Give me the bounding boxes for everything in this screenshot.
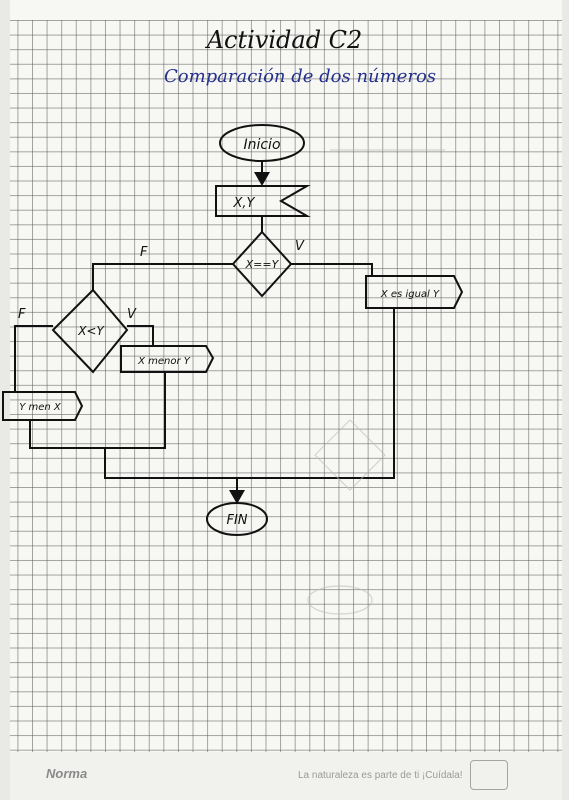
connector-equal-merge: [237, 308, 395, 479]
graph-paper: [10, 0, 562, 800]
decision-equal-diamond: [231, 230, 293, 298]
branch-label-equal-false: F: [140, 245, 148, 260]
connector-equal-true: [291, 263, 373, 276]
decision-equal-label: X==Y: [245, 258, 280, 271]
output-equal-shape: [365, 275, 464, 309]
start-label: Inicio: [243, 137, 280, 153]
branch-label-less-false: F: [18, 307, 26, 322]
connector-less-false: [14, 325, 53, 392]
connector-less-true: [127, 325, 154, 346]
branch-label-equal-true: V: [295, 239, 305, 254]
output-greater-label: Y men X: [19, 402, 62, 413]
connector-equal-false: [92, 263, 233, 290]
erased-marks: [307, 149, 445, 615]
recycled-paper-badge: [470, 760, 508, 790]
decision-less-diamond: [51, 288, 129, 374]
connector-greater-merge: [29, 420, 105, 449]
output-less-label: X menor Y: [137, 356, 191, 367]
footer-slogan: La naturaleza es parte de ti ¡Cuídala!: [298, 770, 463, 781]
output-greater-shape: [2, 391, 84, 421]
end-terminal: [206, 502, 268, 536]
decision-less-label: X<Y: [77, 324, 105, 338]
page-subtitle: Comparación de dos números: [163, 66, 437, 87]
end-label: FIN: [226, 513, 247, 528]
input-label: X,Y: [233, 196, 256, 211]
connector-merge-main: [104, 448, 237, 479]
output-less-shape: [120, 345, 215, 373]
input-shape: [215, 185, 311, 217]
brand-logo: Norma: [46, 766, 88, 781]
connector-less-merge: [105, 372, 166, 449]
branch-label-less-true: V: [127, 307, 137, 322]
page-title: Actividad C2: [206, 26, 363, 54]
output-equal-label: X es igual Y: [380, 289, 440, 300]
paper-top-margin: [10, 0, 562, 20]
